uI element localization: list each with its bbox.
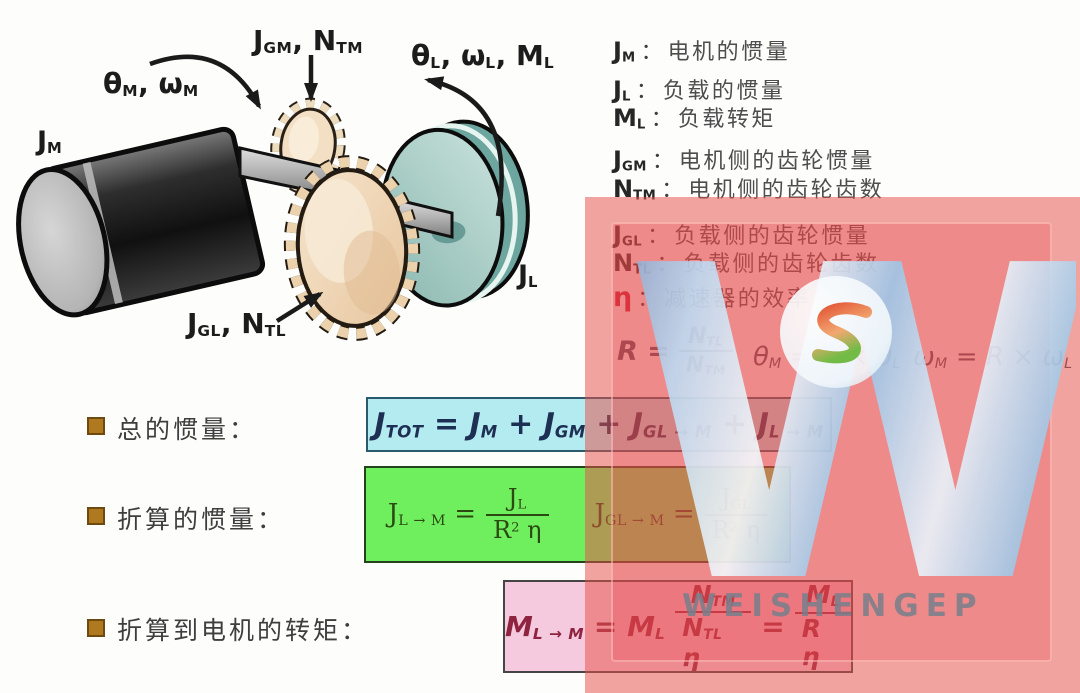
legend-item: JM：电机的惯量 — [613, 34, 790, 66]
watermark-brand-text: WEISHENGEP — [682, 588, 984, 624]
legend-symbol: JGM — [613, 146, 647, 175]
label-motor-gear: JGM, NTM — [253, 24, 364, 58]
legend-item: JGM：电机侧的齿轮惯量 — [613, 143, 875, 175]
legend-separator: ： — [661, 178, 684, 203]
section-label-total: 总的惯量： — [117, 415, 258, 444]
legend-separator: ： — [635, 79, 658, 104]
gear-train-illustration — [16, 54, 530, 341]
rotation-arrow-load — [424, 76, 504, 217]
numerator: JL — [507, 483, 527, 513]
legend-item: JL：负载的惯量 — [613, 73, 785, 105]
label-motor-inertia: JM — [37, 126, 63, 157]
label-load-inertia: JL — [518, 260, 539, 291]
denominator: R2 η — [486, 513, 549, 545]
formula-lhs: JL → M = — [387, 499, 477, 530]
section-label-torque: 折算到电机的转矩： — [117, 616, 370, 645]
bullet-icon — [87, 619, 105, 637]
label-load-gear: JGL, NTL — [187, 307, 287, 341]
legend-description: 负载的惯量 — [662, 79, 786, 104]
fraction: JL R2 η — [486, 483, 549, 545]
gear-pointer-arrow — [275, 291, 324, 323]
motor-body — [16, 126, 266, 318]
bullet-icon — [87, 417, 105, 435]
legend-separator: ： — [651, 149, 674, 174]
section-label-reflected: 折算的惯量： — [117, 505, 286, 534]
watermark-s-icon — [812, 302, 872, 364]
load-gear — [283, 155, 421, 341]
legend-symbol: ML — [613, 104, 646, 133]
watermark-layer: W — [624, 236, 1076, 600]
bullet-icon — [87, 507, 105, 525]
legend-description: 负载转矩 — [677, 107, 776, 132]
legend-separator: ： — [640, 40, 663, 65]
legend-description: 电机侧的齿轮惯量 — [678, 149, 875, 174]
legend-description: 电机的惯量 — [667, 40, 791, 65]
label-motor-rotation: θM, ωM — [103, 67, 199, 101]
legend-symbol: JL — [613, 76, 631, 105]
rotation-arrow-motor — [149, 54, 261, 110]
reflected-load-inertia-formula: JL → M = JL R2 η — [387, 483, 549, 545]
legend-symbol: JM — [613, 37, 636, 66]
label-load-rotation: θL, ωL, ML — [411, 39, 555, 73]
legend-item: ML：负载转矩 — [613, 101, 776, 133]
legend-separator: ： — [650, 107, 673, 132]
